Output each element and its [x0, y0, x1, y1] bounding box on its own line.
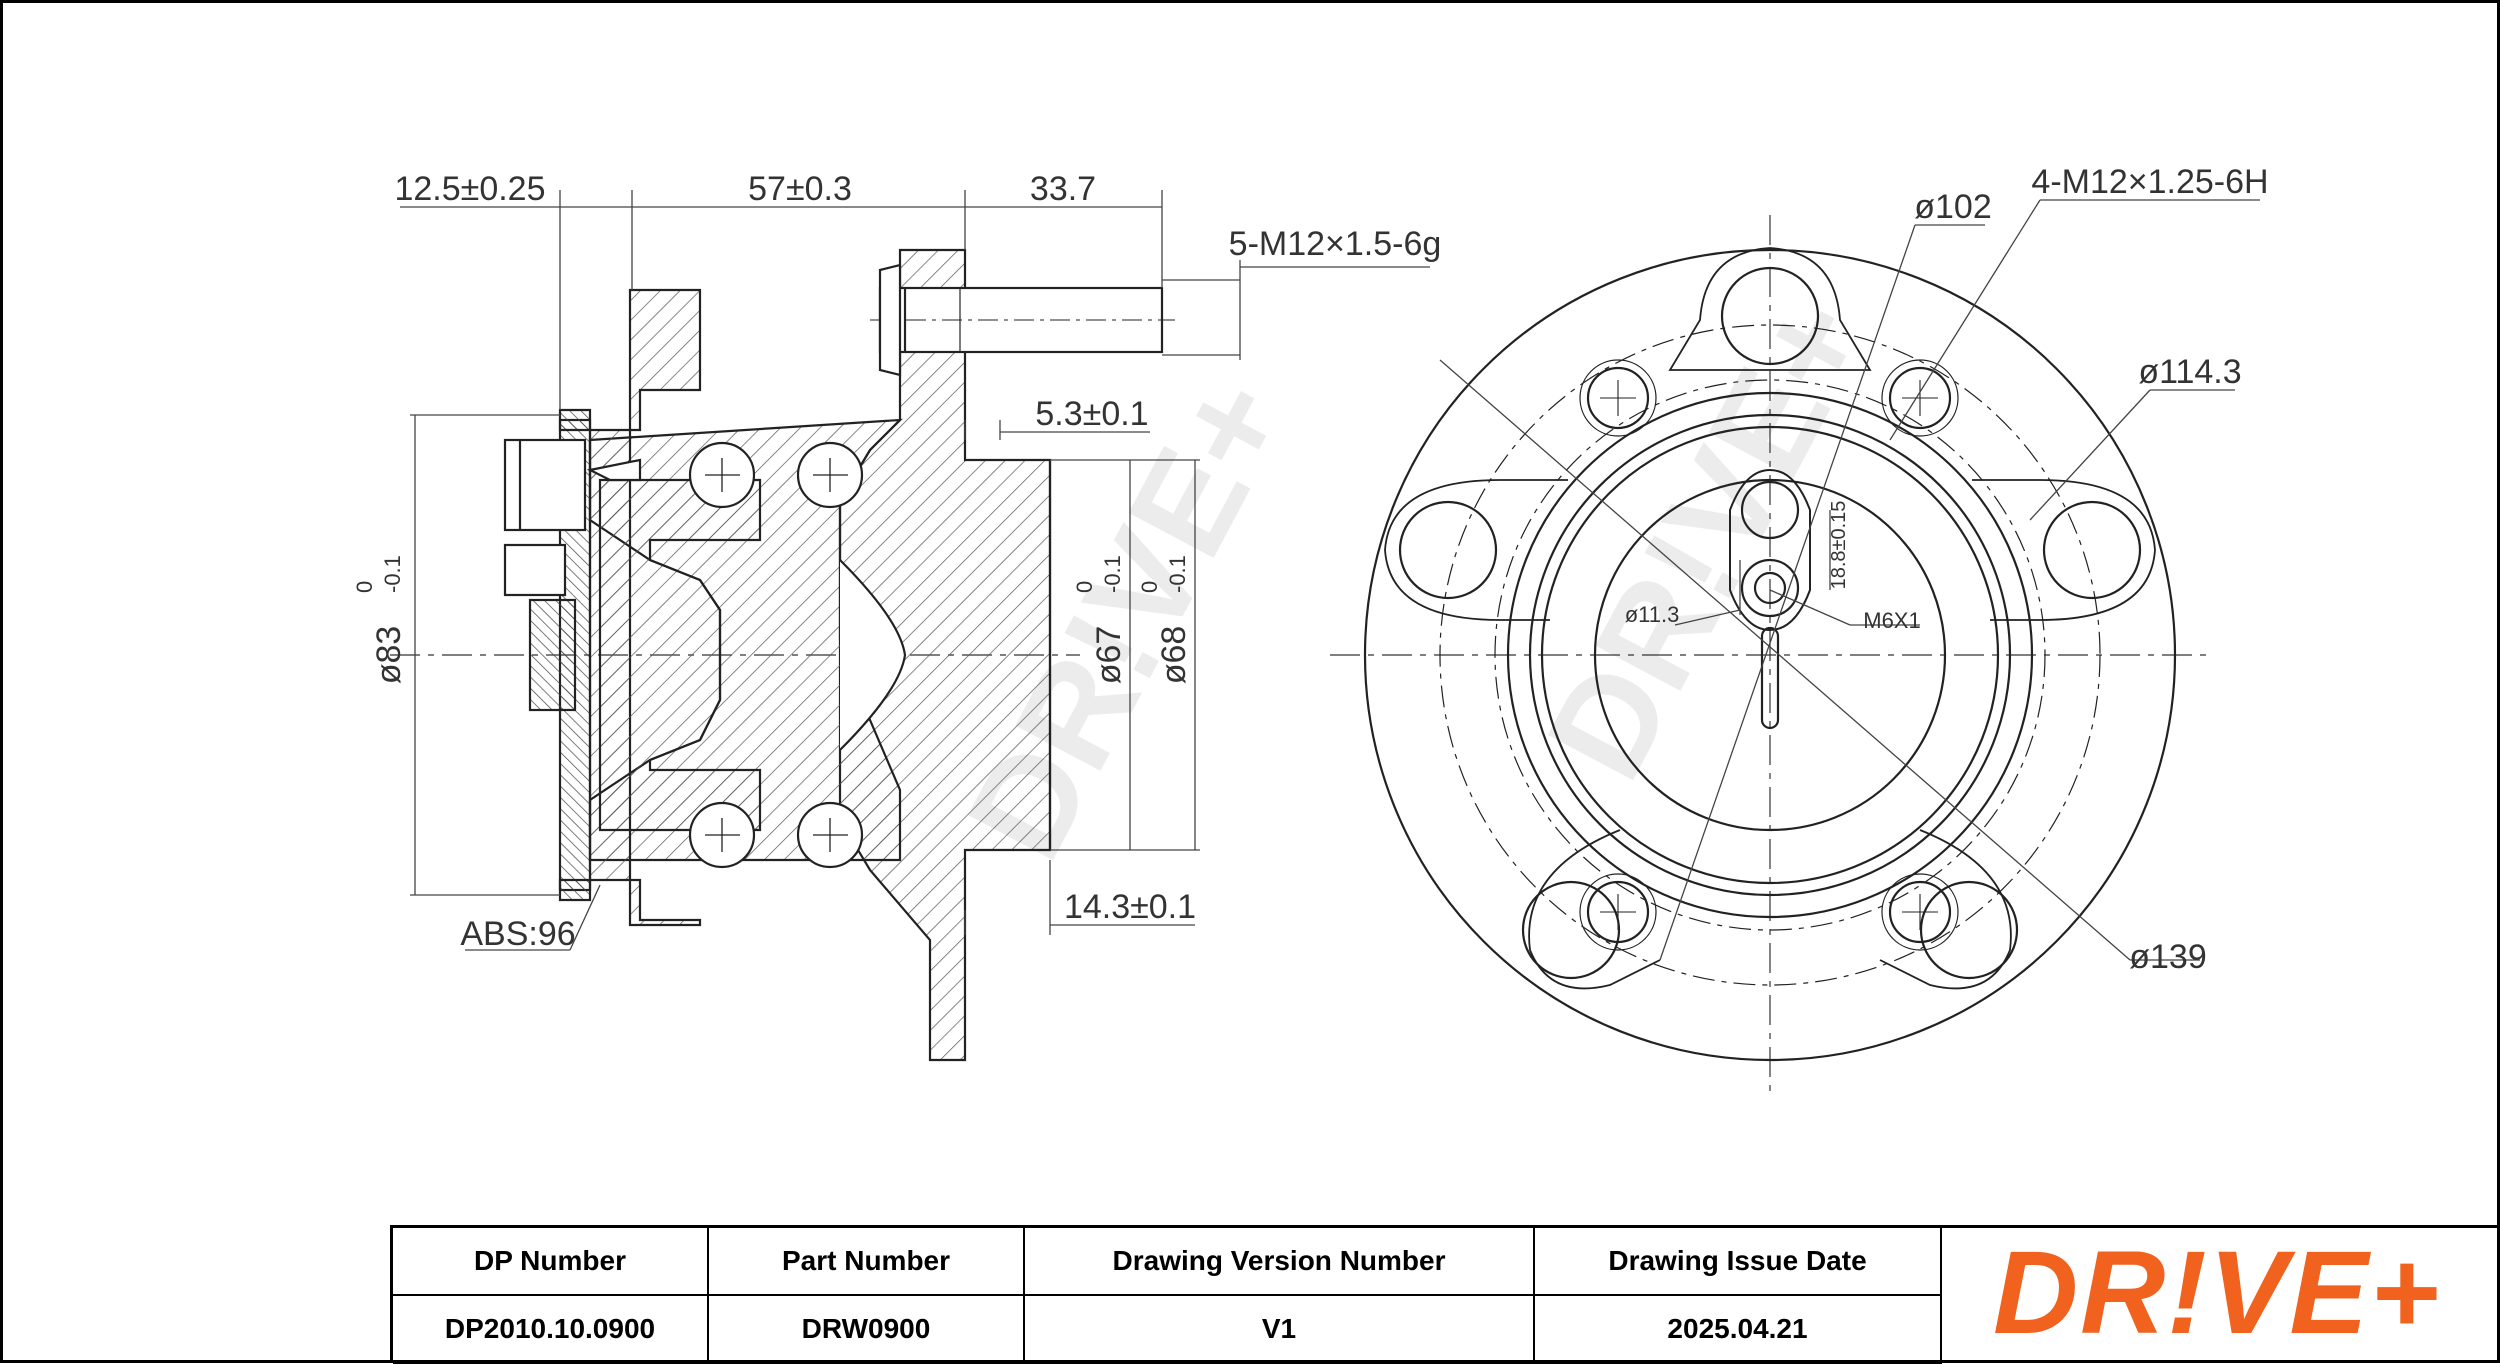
header-issue-date: Drawing Issue Date: [1534, 1228, 1942, 1296]
drive-logo: DR!VE+: [1937, 1226, 2497, 1360]
hub-bore-face: [1593, 478, 1947, 832]
dim-dia67-tol-up: 0: [1072, 581, 1097, 593]
front-view: [1330, 215, 2210, 1095]
lug-right: [1972, 479, 2156, 621]
bolt-circle-114: [1494, 379, 2046, 931]
lug-top: [1668, 247, 1872, 371]
value-dp-number: DP2010.10.0900: [393, 1295, 709, 1364]
dim-dia102: ø102: [1914, 188, 1992, 226]
hub-hatch-block: [528, 598, 577, 712]
flange-outline: [1363, 248, 2177, 1062]
dim-12-5: 12.5±0.25: [394, 170, 545, 208]
dim-dia68-tol-up: 0: [1137, 581, 1162, 593]
sensor-hole: [1729, 468, 1811, 632]
dim-dia114: ø114.3: [2138, 353, 2241, 391]
dim-dia139: ø139: [2129, 938, 2207, 976]
thread-hole-3: [1586, 880, 1650, 944]
dim-dia67-tol-low: -0.1: [1100, 555, 1125, 593]
seal-top: [586, 458, 642, 482]
dim-abs: ABS:96: [460, 915, 575, 953]
header-drawing-version: Drawing Version Number: [1024, 1228, 1535, 1296]
bolt-circle-139: [1439, 324, 2101, 986]
pilot-outer: [1506, 391, 2034, 919]
title-block: DP Number Part Number Drawing Version Nu…: [390, 1225, 2500, 1364]
bolt-hole-1: [1720, 266, 1820, 366]
bolt-hole-3: [1919, 880, 2019, 980]
hub-cap: [503, 543, 567, 597]
value-issue-date: 2025.04.21: [1534, 1295, 1942, 1364]
logo-text: DR!VE+: [1992, 1227, 2442, 1359]
thread-hole-2: [1586, 366, 1650, 430]
dim-dia83-tol-low: -0.1: [380, 555, 405, 593]
front-dim-text: ø102 4-M12×1.25-6H ø114.3 ø139 ø11.3 M6X…: [1625, 163, 2269, 976]
lug-bottom-right: [1879, 829, 2012, 990]
dim-dia83-tol-up: 0: [352, 581, 377, 593]
dim-57: 57±0.3: [748, 170, 852, 208]
front-leaders: [1439, 199, 2260, 961]
pilot-mid: [1528, 413, 2012, 897]
dim-18-8: 18.8±0.15: [1828, 501, 1850, 590]
section-view: [390, 248, 1175, 1062]
inner-ring: [598, 478, 762, 832]
bolt-hole-5: [1398, 500, 1498, 600]
pilot-inner: [1540, 425, 2000, 885]
hub-bore: [839, 559, 907, 751]
dim-5-3: 5.3±0.1: [1035, 395, 1148, 433]
section-dimensions: [400, 190, 1430, 951]
dim-33-7: 33.7: [1030, 170, 1096, 208]
dim-dia67: ø67: [1090, 626, 1128, 685]
value-drawing-version: V1: [1024, 1295, 1535, 1364]
thread-hole-1: [1888, 366, 1952, 430]
dim-dia11: ø11.3: [1625, 602, 1680, 627]
bolt-hole-4: [1521, 880, 1621, 980]
lug-left: [1384, 479, 1568, 621]
dim-14-3: 14.3±0.1: [1064, 888, 1196, 926]
lug-bottom-left: [1528, 829, 1661, 990]
sensor-slot: [1760, 626, 1780, 730]
section-dim-text: 12.5±0.25 57±0.3 33.7 5-M12×1.5-6g 5.3±0…: [352, 170, 1441, 953]
header-dp-number: DP Number: [393, 1228, 709, 1296]
bolt-hole-2: [2042, 500, 2142, 600]
dim-m6: M6X1: [1863, 608, 1920, 633]
dim-dia83: ø83: [370, 626, 408, 685]
value-part-number: DRW0900: [708, 1295, 1025, 1364]
dim-dia68: ø68: [1155, 626, 1193, 685]
dim-bolt-thread: 5-M12×1.5-6g: [1229, 225, 1442, 263]
header-part-number: Part Number: [708, 1228, 1025, 1296]
thread-hole-4: [1888, 880, 1952, 944]
dim-dia68-tol-low: -0.1: [1165, 555, 1190, 593]
dim-thread-hole: 4-M12×1.25-6H: [2031, 163, 2268, 201]
hub-nut: [503, 438, 587, 532]
